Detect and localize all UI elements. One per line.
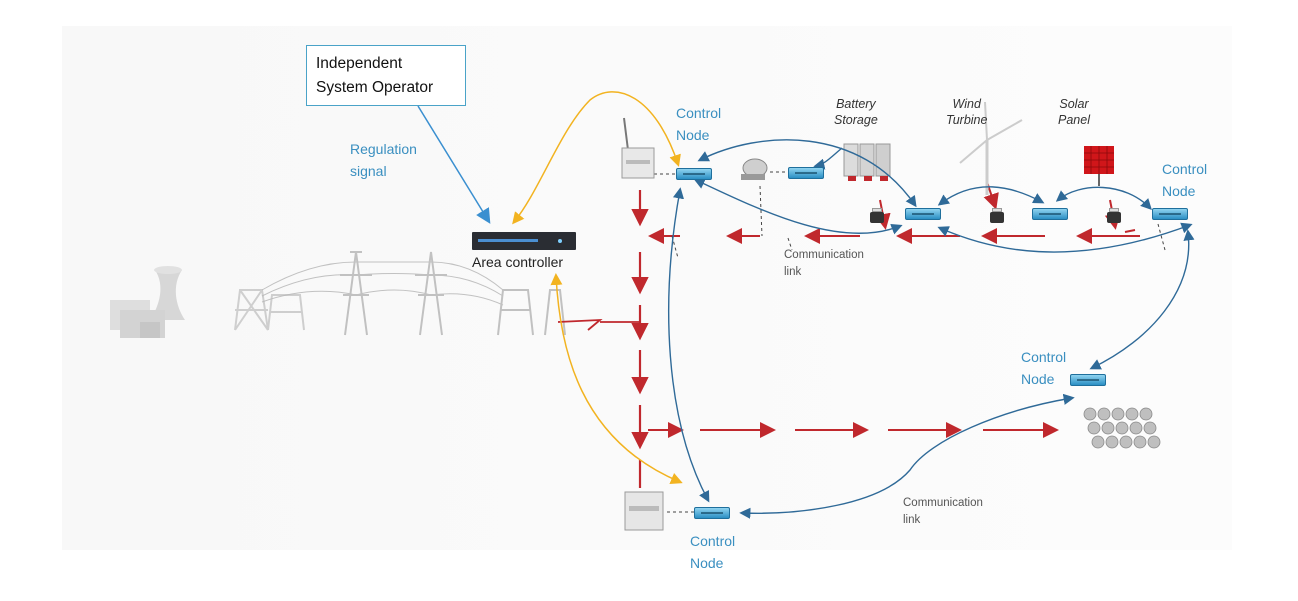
control-node-device-battery[interactable] xyxy=(905,208,941,220)
smart-meter-solar xyxy=(1107,208,1121,223)
load-cluster-icon xyxy=(1083,407,1161,449)
meter-bottom-icon xyxy=(624,491,664,531)
regulation-signal-label: Regulation signal xyxy=(350,141,417,179)
control-node-device-top-left[interactable] xyxy=(676,168,712,180)
wind-turbine-label: Wind Turbine xyxy=(946,97,988,127)
iso-label-line2: System Operator xyxy=(316,79,434,96)
control-node-label-top-left: Control Node xyxy=(676,105,722,143)
area-controller-icon xyxy=(472,232,576,250)
control-node-device-wind[interactable] xyxy=(1032,208,1068,220)
control-node-label-top-right: Control Node xyxy=(1162,161,1208,199)
area-controller-label: Area controller xyxy=(472,254,564,270)
communication-link-label-bottom: Communication link xyxy=(903,497,983,526)
wind-turbine-icon xyxy=(959,101,1023,195)
battery-storage-icon xyxy=(843,143,891,181)
control-node-device-bottom[interactable] xyxy=(694,507,730,519)
solar-panel-label: Solar Panel xyxy=(1058,97,1090,127)
control-node-device-motor[interactable] xyxy=(788,167,824,179)
background-panel xyxy=(62,26,1232,550)
control-node-device-middle-right[interactable] xyxy=(1070,374,1106,386)
iso-label-line1: Independent xyxy=(316,55,403,72)
control-node-label-bottom: Control Node xyxy=(690,533,736,571)
smart-meter-battery xyxy=(870,208,884,223)
solar-panel-icon xyxy=(1084,146,1114,186)
smart-meter-wind xyxy=(990,208,1004,223)
transmission-towers-icon xyxy=(261,251,566,336)
control-signal-links xyxy=(512,91,683,485)
communication-links xyxy=(668,139,1195,519)
regulation-signal-arrow xyxy=(417,105,491,224)
power-plant-icon xyxy=(110,266,185,338)
independent-system-operator-box[interactable]: Independent System Operator xyxy=(306,45,466,106)
battery-storage-label: Battery Storage xyxy=(834,97,878,127)
communication-link-label-top: Communication link xyxy=(784,249,864,278)
control-node-label-middle-right: Control Node xyxy=(1021,349,1067,387)
control-node-device-top-right[interactable] xyxy=(1152,208,1188,220)
